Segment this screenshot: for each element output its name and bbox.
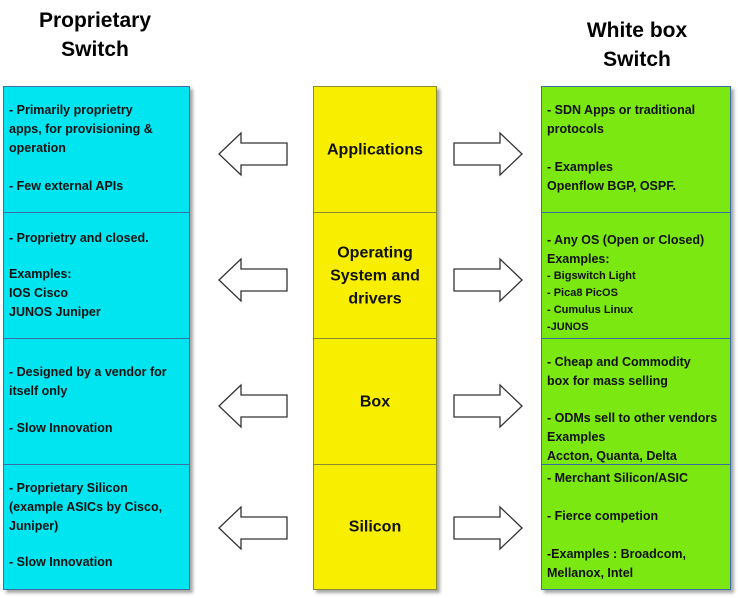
proprietary-column: - Primarily proprietry apps, for provisi… — [3, 86, 190, 590]
whitebox-os-text: - Any OS (Open or Closed) Examples: — [547, 233, 705, 266]
proprietary-applications-cell: - Primarily proprietry apps, for provisi… — [3, 86, 190, 213]
whitebox-silicon-cell: - Merchant Silicon/ASIC - Fierce competi… — [541, 464, 731, 590]
layer-silicon-label: Silicon — [348, 518, 402, 536]
left-block-arrow-icon — [218, 505, 288, 551]
right-block-arrow-icon — [453, 131, 523, 177]
whitebox-applications-examples: - Examples Openflow BGP, OSPF. — [547, 160, 676, 193]
whitebox-silicon-note: - Fierce competion — [547, 509, 659, 523]
left-block-arrow-icon — [218, 257, 288, 303]
whitebox-os-examples: - Bigswitch Light - Pica8 PicOS - Cumulu… — [547, 270, 636, 333]
proprietary-applications-text: - Primarily proprietry apps, for provisi… — [9, 103, 153, 155]
layer-silicon: Silicon — [313, 464, 437, 590]
whitebox-box-examples: - ODMs sell to other vendors Examples Ac… — [547, 411, 718, 463]
left-block-arrow-icon — [218, 383, 288, 429]
proprietary-silicon-text: - Proprietary Silicon (example ASICs by … — [9, 481, 163, 533]
layers-column: Applications Operating System and driver… — [313, 86, 437, 590]
proprietary-os-text: - Proprietry and closed. — [9, 231, 149, 245]
layer-box-label: Box — [359, 393, 391, 410]
proprietary-silicon-note: - Slow Innovation — [9, 555, 113, 569]
layer-box: Box — [313, 338, 437, 465]
white-box-switch-heading: White box Switch — [586, 19, 688, 71]
layer-applications: Applications — [313, 86, 437, 213]
right-block-arrow-icon — [453, 383, 523, 429]
whitebox-box-text: - Cheap and Commodity box for mass selli… — [547, 355, 691, 388]
layer-applications-label: Applications — [326, 141, 423, 158]
proprietary-box-text: - Designed by a vendor for itself only — [9, 365, 167, 398]
whitebox-column: - SDN Apps or traditional protocols - Ex… — [541, 86, 731, 590]
layer-operating-system: Operating System and drivers — [313, 212, 437, 339]
right-block-arrow-icon — [453, 257, 523, 303]
whitebox-applications-text: - SDN Apps or traditional protocols — [547, 103, 696, 136]
whitebox-applications-cell: - SDN Apps or traditional protocols - Ex… — [541, 86, 731, 213]
proprietary-switch-heading: Proprietary Switch — [38, 9, 152, 61]
right-block-arrow-icon — [453, 505, 523, 551]
whitebox-box-cell: - Cheap and Commodity box for mass selli… — [541, 338, 731, 465]
proprietary-os-cell: - Proprietry and closed. Examples: IOS C… — [3, 212, 190, 339]
proprietary-os-examples: Examples: IOS Cisco JUNOS Juniper — [9, 267, 101, 319]
layer-operating-system-label: Operating System and drivers — [330, 244, 420, 307]
proprietary-box-note: - Slow Innovation — [9, 421, 113, 435]
whitebox-os-cell: - Any OS (Open or Closed) Examples: - Bi… — [541, 212, 731, 339]
proprietary-box-cell: - Designed by a vendor for itself only -… — [3, 338, 190, 465]
proprietary-applications-note: - Few external APIs — [9, 179, 124, 193]
whitebox-silicon-text: - Merchant Silicon/ASIC — [547, 471, 688, 485]
whitebox-silicon-examples: -Examples : Broadcom, Mellanox, Intel — [547, 547, 686, 580]
left-block-arrow-icon — [218, 131, 288, 177]
proprietary-silicon-cell: - Proprietary Silicon (example ASICs by … — [3, 464, 190, 590]
